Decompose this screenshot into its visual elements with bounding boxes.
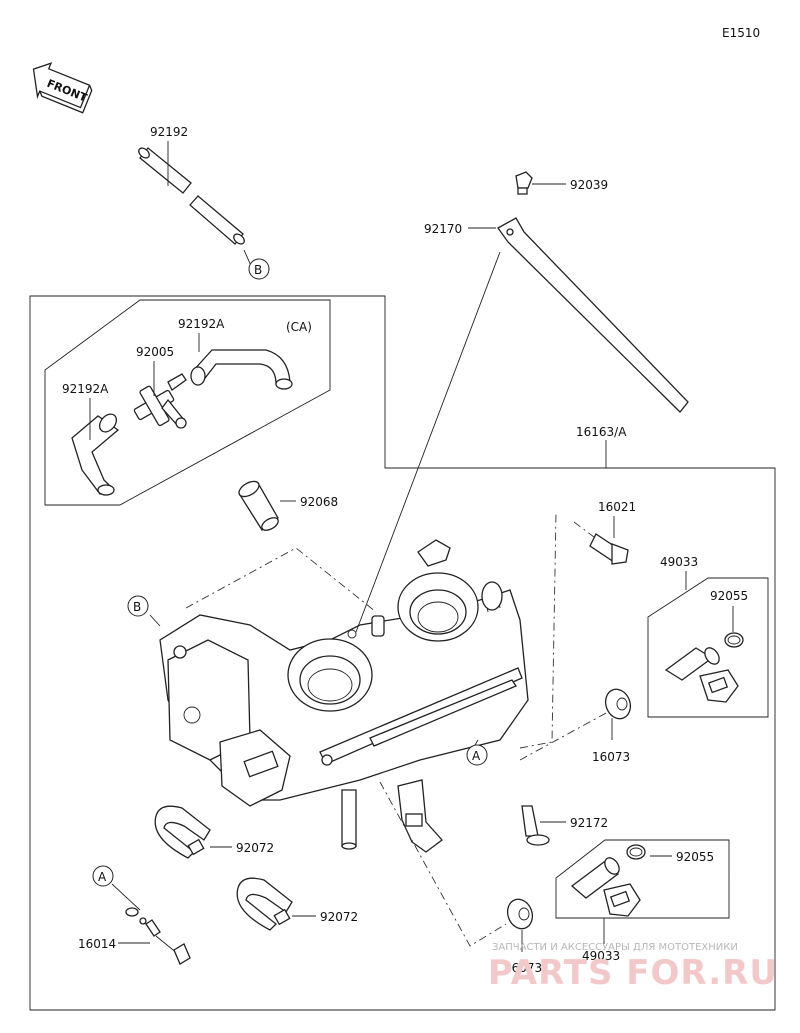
label-92170: 92170 bbox=[424, 222, 462, 236]
label-16021: 16021 bbox=[598, 500, 636, 514]
marker-a-kit: A bbox=[92, 865, 114, 887]
throttle-body-16163a bbox=[159, 539, 529, 853]
label-16073-bottom: 16073 bbox=[504, 961, 542, 975]
band-92072-bottom bbox=[236, 877, 293, 931]
label-16163a: 16163/A bbox=[576, 425, 627, 439]
label-92039: 92039 bbox=[570, 178, 608, 192]
marker-b-top: B bbox=[248, 258, 270, 280]
oring-92055-bottom bbox=[626, 844, 646, 860]
cap-92068 bbox=[238, 480, 279, 531]
main-group-frame bbox=[29, 295, 776, 1011]
tee-fitting-92005 bbox=[133, 373, 187, 429]
hose-92192a-left bbox=[71, 413, 120, 496]
label-92055-top: 92055 bbox=[710, 589, 748, 603]
variant-tag: (CA) bbox=[286, 320, 312, 334]
screw-kit-16014 bbox=[125, 907, 191, 965]
grommet-16073-top bbox=[604, 688, 632, 720]
band-92072-top bbox=[154, 805, 211, 859]
svg-text:B: B bbox=[254, 263, 262, 277]
watermark-logo: PARTS FOR.RU bbox=[488, 953, 778, 993]
diagram-code: E1510 bbox=[722, 26, 760, 40]
injector-49033-bottom bbox=[570, 857, 641, 917]
svg-text:A: A bbox=[98, 870, 107, 884]
leader-lines bbox=[89, 141, 734, 952]
hose-92192 bbox=[138, 147, 245, 245]
watermark-tagline: ЗАПЧАСТИ И АКСЕССУАРЫ ДЛЯ МОТОТЕХНИКИ bbox=[492, 942, 738, 953]
front-arrow-icon: FRONT bbox=[32, 62, 93, 114]
label-16073-top: 16073 bbox=[592, 750, 630, 764]
label-92192a-left: 92192A bbox=[62, 382, 109, 396]
grommet-16073-bottom bbox=[506, 898, 534, 930]
label-49033-bottom: 49033 bbox=[582, 949, 620, 963]
assembly-lines bbox=[185, 511, 609, 947]
label-92172: 92172 bbox=[570, 816, 608, 830]
svg-text:B: B bbox=[133, 600, 141, 614]
label-92068: 92068 bbox=[300, 495, 338, 509]
injector-top-frame bbox=[647, 577, 769, 718]
screw-16021 bbox=[573, 521, 629, 565]
marker-a-body: A bbox=[466, 744, 488, 766]
pin-92172 bbox=[521, 805, 550, 846]
label-92192a-top: 92192A bbox=[178, 317, 225, 331]
label-92072-bottom: 92072 bbox=[320, 910, 358, 924]
bolt-92039 bbox=[515, 171, 533, 195]
oring-92055-top bbox=[724, 632, 744, 648]
label-16014: 16014 bbox=[78, 937, 116, 951]
label-92192: 92192 bbox=[150, 125, 188, 139]
ca-subgroup-frame bbox=[44, 299, 331, 506]
marker-b-body: B bbox=[127, 595, 149, 617]
injector-bottom-frame bbox=[555, 839, 730, 919]
label-92055-bottom: 92055 bbox=[676, 850, 714, 864]
label-49033-top: 49033 bbox=[660, 555, 698, 569]
stay-92170 bbox=[497, 217, 689, 413]
injector-49033-top bbox=[664, 647, 739, 703]
label-92072-top: 92072 bbox=[236, 841, 274, 855]
svg-text:A: A bbox=[472, 749, 481, 763]
label-92005: 92005 bbox=[136, 345, 174, 359]
hose-92192a-top bbox=[190, 349, 293, 390]
